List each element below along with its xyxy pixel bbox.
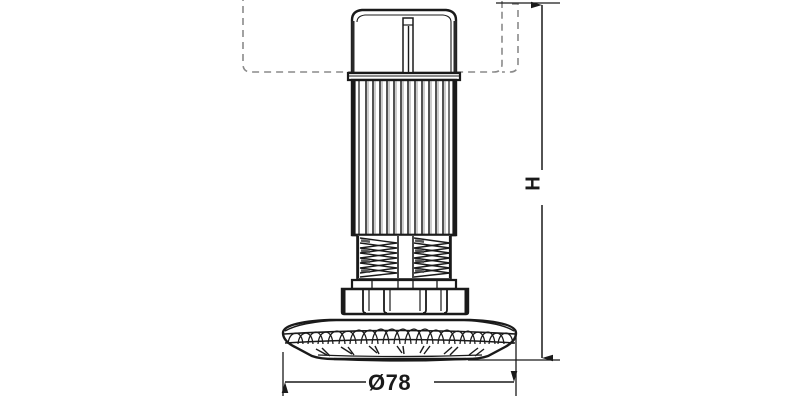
collar-ledge: [350, 278, 458, 291]
hex-collar: [340, 287, 470, 316]
dimension-height: [468, 1, 560, 362]
ribbed-barrel: [350, 78, 458, 237]
threaded-shaft: [356, 234, 452, 280]
dimension-diameter: [281, 336, 518, 396]
base-disc: [281, 318, 518, 362]
height-dimension-label: H: [522, 176, 545, 191]
top-cap: [346, 8, 462, 82]
diameter-dimension-label: Ø78: [368, 370, 412, 395]
